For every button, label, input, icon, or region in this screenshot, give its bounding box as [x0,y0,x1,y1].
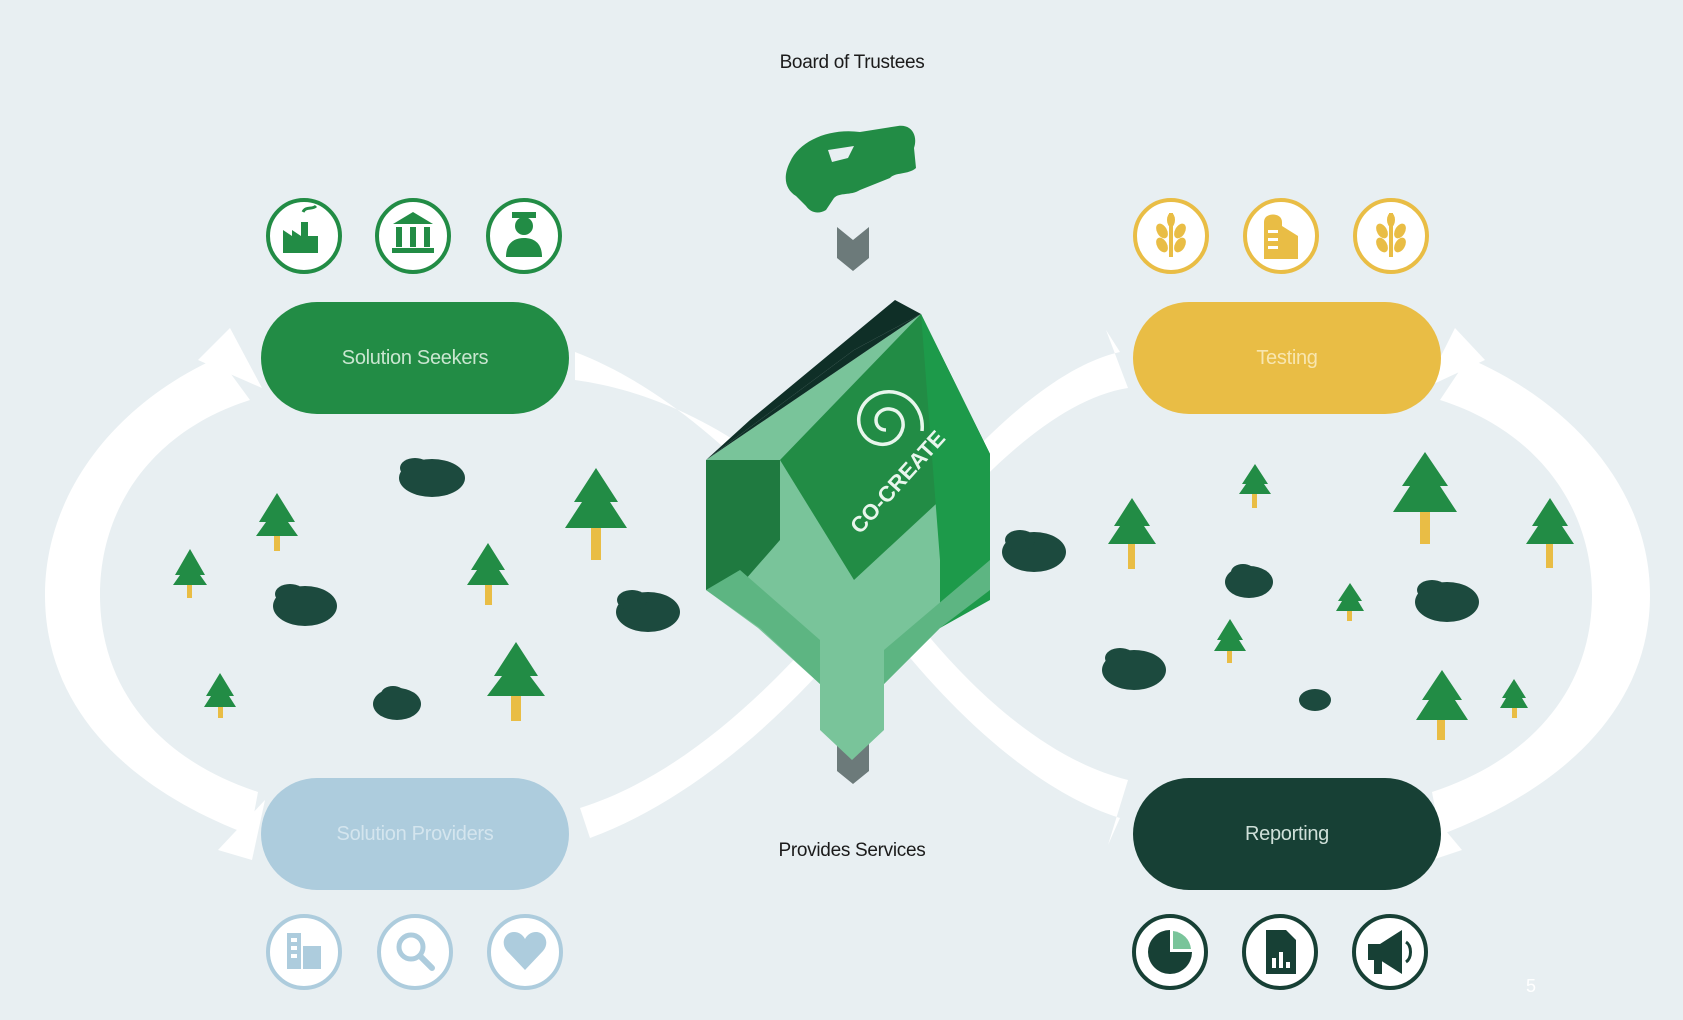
wheat-icon [1353,198,1429,274]
tree [173,549,207,598]
tree [1336,583,1364,621]
magnifier-icon [377,914,453,990]
testing-icons [1133,198,1429,274]
testing-label: Testing [1256,346,1318,369]
spiral-logo [857,390,924,447]
wheat-icon [1133,198,1209,274]
tree [1500,679,1528,718]
tree [1393,452,1457,544]
solution-providers-label: Solution Providers [336,822,494,845]
bush [373,686,421,720]
tree [256,493,298,551]
bush [1002,530,1066,572]
office-buildings-icon [266,914,342,990]
tree [487,642,545,721]
heart-icon [487,914,563,990]
bush [273,584,337,626]
farmer-icon [486,198,562,274]
silo-icon [1243,198,1319,274]
pie-chart-icon [1132,914,1208,990]
handshake-icon [785,125,916,213]
bush [399,458,465,497]
tree [204,673,236,718]
bush [1102,648,1166,690]
co-create-block [706,300,990,760]
reporting-icons [1132,914,1428,990]
provides-services-label: Provides Services [778,840,926,861]
reporting-label: Reporting [1244,822,1330,845]
solution-providers-pill: Solution Providers [261,778,569,890]
bush [1225,564,1273,598]
tree [467,543,509,605]
tree [1239,464,1271,508]
board-of-trustees-label: Board of Trustees [779,52,925,73]
tree [1108,498,1156,569]
forest-left [173,458,680,721]
megaphone-icon [1352,914,1428,990]
tree [1416,670,1468,740]
solution-seekers-label: Solution Seekers [341,346,489,369]
reporting-pill: Reporting [1133,778,1441,890]
bush [1299,689,1331,711]
tree [1214,619,1246,663]
bush [616,590,680,632]
testing-pill: Testing [1133,302,1441,414]
seekers-icons [266,198,562,274]
providers-icons [266,914,563,990]
government-building-icon [375,198,451,274]
forest-right [1002,452,1574,740]
page-number: 5 [1526,976,1537,996]
tree [565,468,627,560]
document-chart-icon [1242,914,1318,990]
factory-icon [266,198,342,274]
arrow-down-top [837,227,869,271]
solution-seekers-pill: Solution Seekers [261,302,569,414]
tree [1526,498,1574,568]
bush [1415,580,1479,622]
